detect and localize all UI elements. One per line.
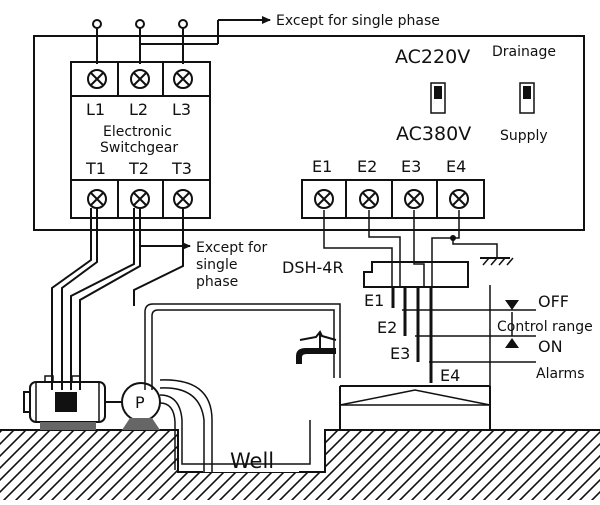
except-for-label: Except for [196,240,268,256]
probe-rods [391,287,433,383]
supply-label: Supply [500,128,548,144]
dsh4r-label: DSH-4R [282,258,344,277]
probe-label-e4: E4 [440,366,460,385]
alarms-label: Alarms [536,366,585,382]
control-range-label: Control range [497,319,593,335]
dip-switch-icon[interactable] [519,82,535,114]
ground-icon [480,257,514,266]
probe-label-e1: E1 [364,291,384,310]
pump-icon: P [121,382,161,430]
e-terminal-block [301,179,485,219]
well-label: Well [230,449,274,473]
probe-head [363,261,469,288]
probe-wires [323,210,498,286]
screw-terminal-icon [130,189,150,209]
switchgear-label-line2: Switchgear [100,140,178,156]
ac220v-label: AC220V [395,46,470,68]
level-lines [402,285,536,430]
e-terminal-label-e4: E4 [446,157,466,176]
level-arrow-icon [505,338,519,348]
terminal-label-l3: L3 [172,100,191,119]
motor-icon [23,375,122,431]
terminal-label-l2: L2 [129,100,148,119]
screw-terminal-icon [173,69,193,89]
screw-terminal-icon [130,69,150,89]
probe-label-e3: E3 [390,344,410,363]
dip-switch-icon[interactable] [430,82,446,114]
e-terminal-label-e2: E2 [357,157,377,176]
single-label: single [196,257,237,273]
screw-terminal-icon [449,189,469,209]
ground-section: Well [0,429,600,500]
screw-terminal-icon [314,189,334,209]
ac380v-label: AC380V [396,123,471,145]
terminal-label-t1: T1 [85,159,106,178]
supply-input-wires [92,16,271,64]
screw-terminal-icon [173,189,193,209]
screw-terminal-icon [87,69,107,89]
motor-wires [51,208,191,390]
terminal-label-l1: L1 [86,100,105,119]
screw-terminal-icon [87,189,107,209]
pump-pipe [144,303,341,472]
phase-label: phase [196,274,238,290]
terminal-label-t2: T2 [128,159,149,178]
switchgear-label-line1: Electronic [103,124,172,140]
faucet-icon [296,330,337,364]
screw-terminal-icon [359,189,379,209]
drainage-label: Drainage [492,44,556,60]
terminal-label-t3: T3 [171,159,192,178]
well-label-bg [203,448,299,472]
pump-symbol-label: P [135,393,145,412]
level-arrow-icon [505,300,519,310]
controller-box [33,35,585,231]
screw-terminal-icon [404,189,424,209]
probe-label-e2: E2 [377,318,397,337]
on-label: ON [538,337,563,356]
except-single-phase-label: Except for single phase [276,13,440,29]
tank-stand [339,385,491,430]
e-terminal-label-e3: E3 [401,157,421,176]
off-label: OFF [538,292,569,311]
e-terminal-label-e1: E1 [312,157,332,176]
